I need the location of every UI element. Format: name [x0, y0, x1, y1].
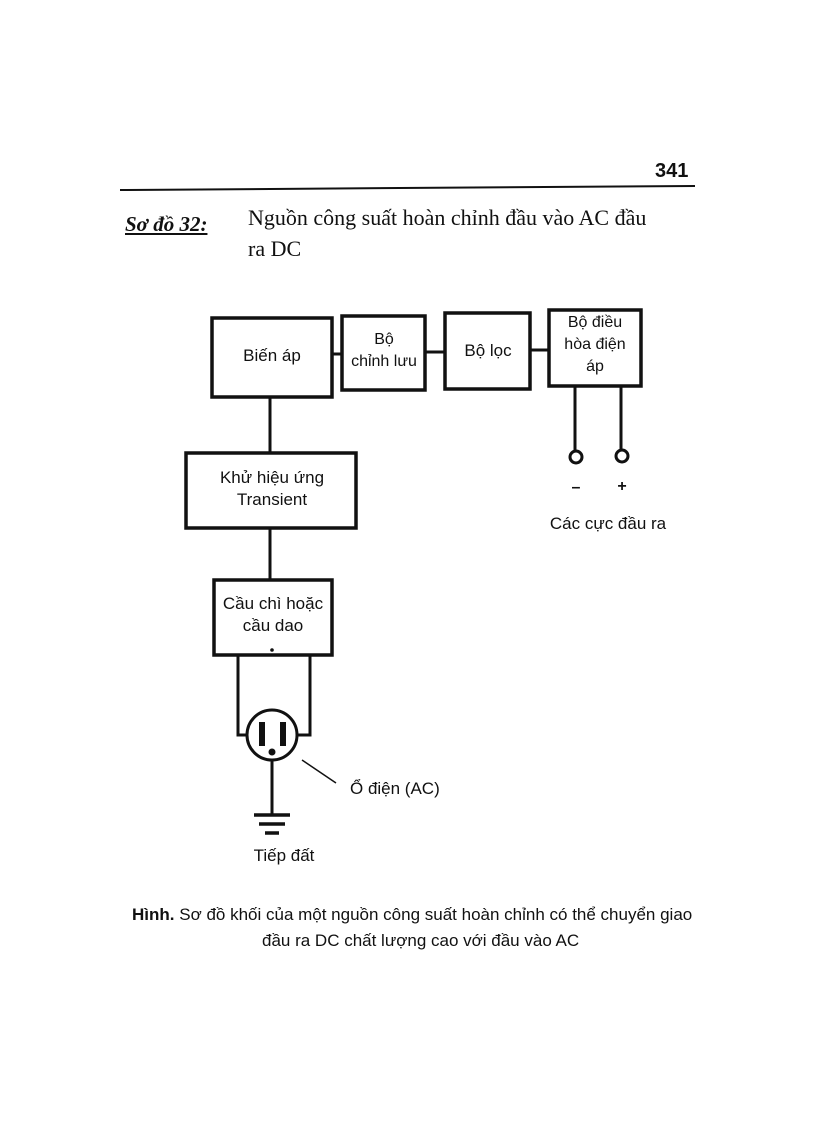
rectifier-block: Bộ chỉnh lưu	[340, 314, 427, 392]
ground-label: Tiếp đất	[254, 846, 315, 865]
fuse-label-line: cầu dao	[243, 616, 304, 635]
transient-label-line: Transient	[237, 490, 308, 509]
fuse-label-line: Cầu chì hoặc	[223, 594, 324, 613]
outlet-label: Ổ điện (AC)	[350, 779, 440, 798]
filter-block: Bộ lọc	[443, 311, 532, 391]
page-number: 341	[655, 160, 689, 182]
regulator-label-line: Bộ điều	[568, 314, 622, 331]
output-terminals-label: Các cực đầu ra	[550, 514, 667, 533]
plus-terminal-icon	[614, 448, 630, 464]
minus-terminal-icon	[568, 449, 584, 465]
rectifier-label-line: chỉnh lưu	[351, 353, 417, 370]
minus-terminal-sign: –	[572, 479, 581, 496]
svg-text:Bộ lọc: Bộ lọc	[464, 341, 512, 360]
diagram-title: Nguồn công suất hoàn chỉnh đầu vào AC đầ…	[248, 205, 647, 261]
fuse-breaker-block: Cầu chì hoặc cầu dao	[212, 578, 334, 657]
caption-lead: Hình.	[132, 905, 175, 924]
regulator-label-line: áp	[586, 358, 604, 375]
wire-fuse-outlet-left	[236, 655, 250, 737]
rectifier-label-line: Bộ	[374, 331, 394, 348]
regulator-block: Bộ điều hòa điện áp	[547, 308, 643, 388]
plus-terminal-sign: +	[617, 478, 626, 495]
transformer-label-line: Biến áp	[243, 346, 301, 365]
ground-symbol-icon	[254, 813, 290, 835]
transformer-block: Biến áp	[210, 316, 334, 399]
diagram-number-label: Sơ đồ 32:	[125, 212, 208, 236]
caption-line-1: Sơ đồ khối của một nguồn công suất hoàn …	[179, 905, 693, 924]
wire-fuse-outlet-right	[298, 655, 312, 737]
outlet-leader-line	[301, 759, 337, 784]
regulator-label-line: hòa điện	[564, 336, 625, 353]
caption-line-2: đầu ra DC chất lượng cao với đầu vào AC	[262, 931, 580, 950]
svg-text:Biến áp: Biến áp	[243, 346, 301, 365]
figure-caption: Hình. Sơ đồ khối của một nguồn công suất…	[132, 902, 732, 954]
ac-outlet-icon	[245, 708, 299, 762]
filter-label-line: Bộ lọc	[464, 341, 512, 360]
transient-label-line: Khử hiệu ứng	[220, 468, 324, 487]
